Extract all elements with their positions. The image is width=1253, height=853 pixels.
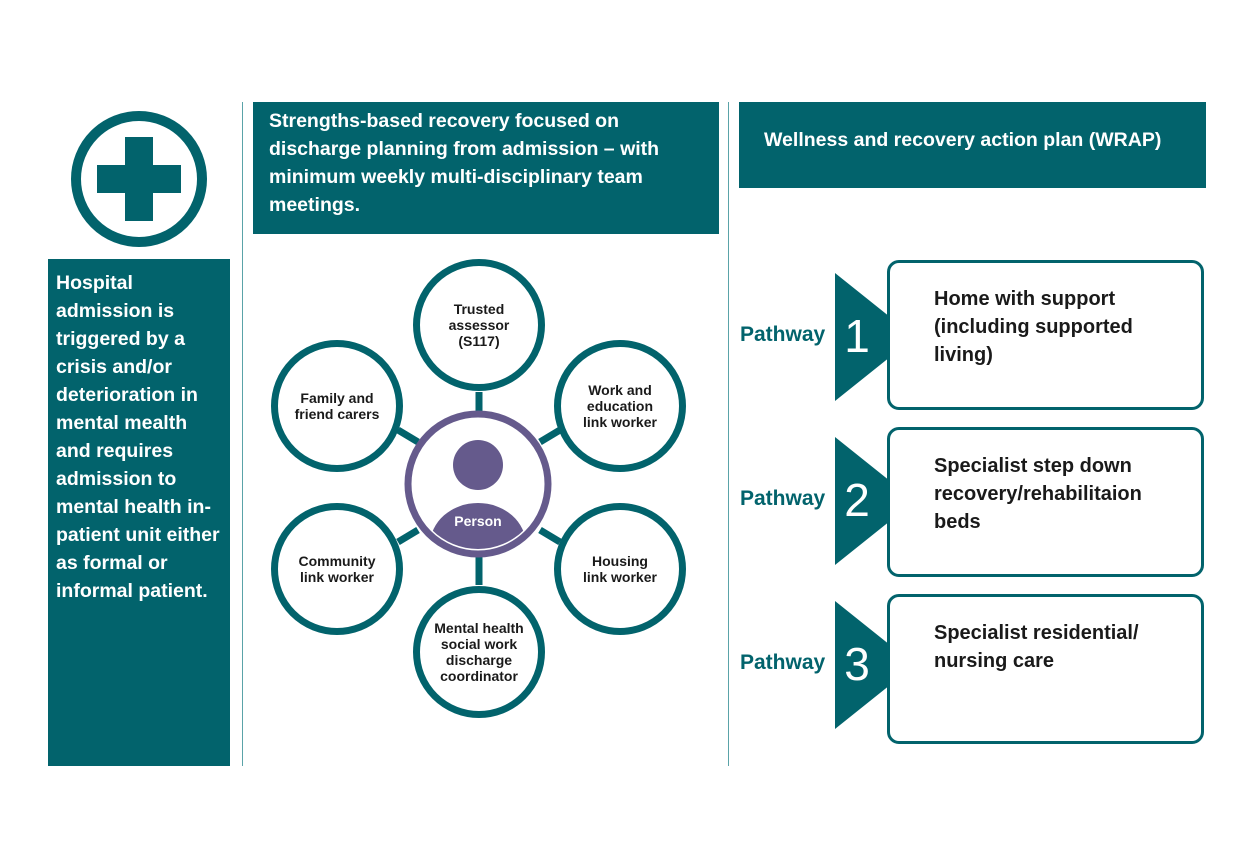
pathway-2-box: Specialist step down recovery/rehabilita… <box>887 427 1204 577</box>
recovery-planning-header: Strengths-based recovery focused on disc… <box>253 102 719 234</box>
hospital-admission-text: Hospital admission is triggered by a cri… <box>56 272 220 602</box>
pathway-2-arrow-icon <box>835 437 915 565</box>
divider-left <box>242 102 243 766</box>
node-trusted-assessor: Trusted assessor (S117) <box>413 259 545 391</box>
hospital-admission-panel: Hospital admission is triggered by a cri… <box>48 259 230 766</box>
node-label: Trusted assessor (S117) <box>448 301 510 349</box>
pathway-2-label: Pathway <box>740 487 826 510</box>
pathway-2-number: 2 <box>844 474 870 526</box>
pathway-1-arrow-icon <box>835 273 915 401</box>
node-label: Family and friend carers <box>294 390 380 422</box>
node-label: Housing link worker <box>583 553 657 585</box>
node-work-education-link-worker: Work and education link worker <box>554 340 686 472</box>
pathway-1-number: 1 <box>844 310 870 362</box>
wrap-header: Wellness and recovery action plan (WRAP) <box>739 102 1206 188</box>
person-icon <box>430 440 526 549</box>
person-label: Person <box>454 513 502 529</box>
node-family-friend-carers: Family and friend carers <box>271 340 403 472</box>
node-label: Work and education link worker <box>583 382 657 430</box>
node-housing-link-worker: Housing link worker <box>554 503 686 635</box>
node-social-work-discharge-coordinator: Mental health social work discharge coor… <box>413 586 545 718</box>
pathway-3-arrow-icon <box>835 601 915 729</box>
pathway-3-label: Pathway <box>740 651 826 674</box>
node-community-link-worker: Community link worker <box>271 503 403 635</box>
pathway-3-box: Specialist residential/ nursing care <box>887 594 1204 744</box>
hospital-cross-icon <box>71 111 207 247</box>
person-circle <box>404 410 552 558</box>
divider-right <box>728 102 729 766</box>
pathway-1-label: Pathway <box>740 323 826 346</box>
pathway-1-box: Home with support (including supported l… <box>887 260 1204 410</box>
node-label: Community link worker <box>298 553 376 585</box>
pathway-3-number: 3 <box>844 638 870 690</box>
node-label: Mental health social work discharge coor… <box>434 620 524 684</box>
